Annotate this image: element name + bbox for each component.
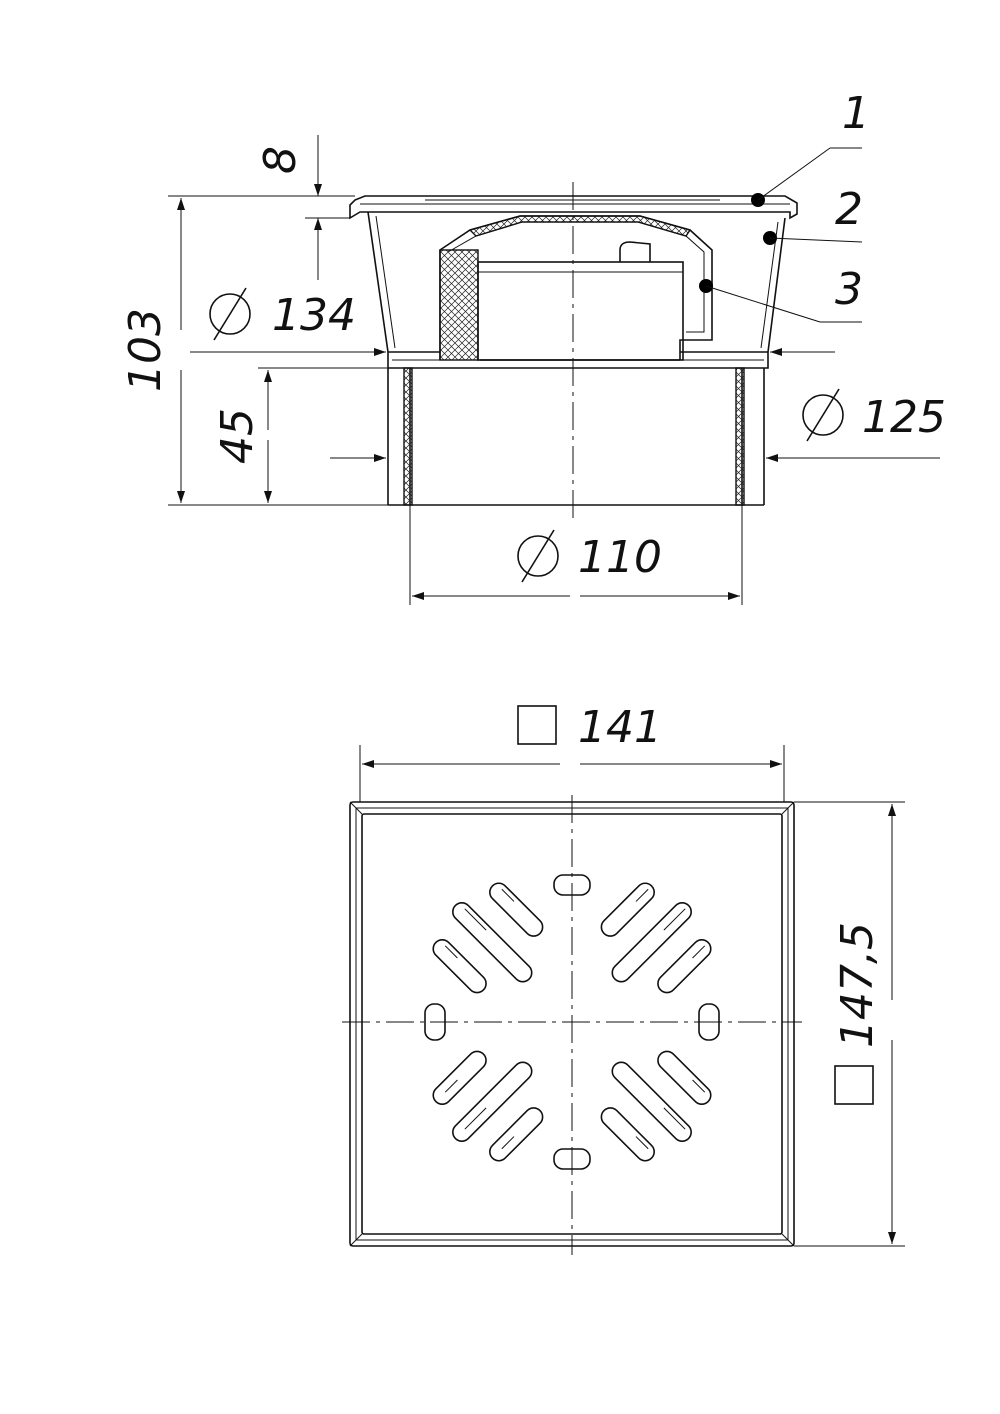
grate-slot [452,902,533,983]
grate-slot-shade [444,945,458,959]
grate-slot-shade [692,945,706,959]
grate-slot [489,1107,544,1162]
callout-1: 1 [751,88,870,207]
dim-outer-diameter: 125 [330,388,946,462]
diameter-symbol [209,287,251,341]
grate-slot-shade [663,908,686,931]
grate-slot [611,1061,692,1142]
funnel-body [367,211,786,369]
grate-tab [424,1003,446,1041]
grate-slot-shade [635,888,649,902]
dim-147-5-label: 147,5 [832,922,883,1048]
grate-tab [553,874,591,896]
callout-3-label: 3 [835,264,863,315]
square-symbol [517,705,557,745]
grate-slot [489,882,544,937]
grate-slot [432,939,487,994]
grate-slot [657,1050,712,1105]
callout-2: 2 [763,184,863,245]
grate-slot [432,1050,487,1105]
dim-pipe-diameter: 110 [409,505,743,605]
grate-slot-shade [663,1107,686,1130]
grate-slot-shade [692,1079,706,1093]
grate-tab [698,1003,720,1041]
grate-slot [600,1107,655,1162]
grate-slot-shade [501,1136,515,1150]
grate-slot-shade [444,1079,458,1093]
dim-top-width: 141 [359,702,785,802]
hatched-seal [439,249,479,361]
dim-125-label: 125 [862,392,946,443]
top-view: 141 147,5 [342,702,905,1255]
dim-body-diameter: 134 [190,287,835,356]
grate-slot-shade [464,1107,487,1130]
dim-141-label: 141 [578,702,662,753]
dim-103-label: 103 [120,308,171,392]
dim-45-label: 45 [212,408,263,464]
dim-110-label: 110 [578,532,662,583]
inner-bell [439,215,713,361]
dim-total-height: 103 [120,195,388,506]
grate-slot [611,902,692,983]
dim-top-height: 147,5 [794,801,905,1247]
grate-slot [452,1061,533,1142]
grate-slot [657,939,712,994]
callout-3: 3 [699,264,863,323]
callout-1-label: 1 [842,88,870,139]
grate-slot-shade [464,908,487,931]
grate-slot-shade [635,1136,649,1150]
square-symbol [834,1065,874,1105]
diameter-symbol [802,388,844,442]
callout-2-label: 2 [835,184,863,235]
side-view: 8 103 45 134 [120,88,946,605]
grate-slot-shade [501,888,515,902]
diameter-symbol [517,529,559,583]
dim-spigot-height: 45 [212,367,388,503]
spigot [387,367,765,506]
dim-8-label: 8 [255,146,306,174]
dim-134-label: 134 [272,290,356,341]
grate-tab [553,1148,591,1170]
grate-slots [424,874,720,1170]
dim-flange-thickness: 8 [255,135,355,280]
grate-slot [600,882,655,937]
